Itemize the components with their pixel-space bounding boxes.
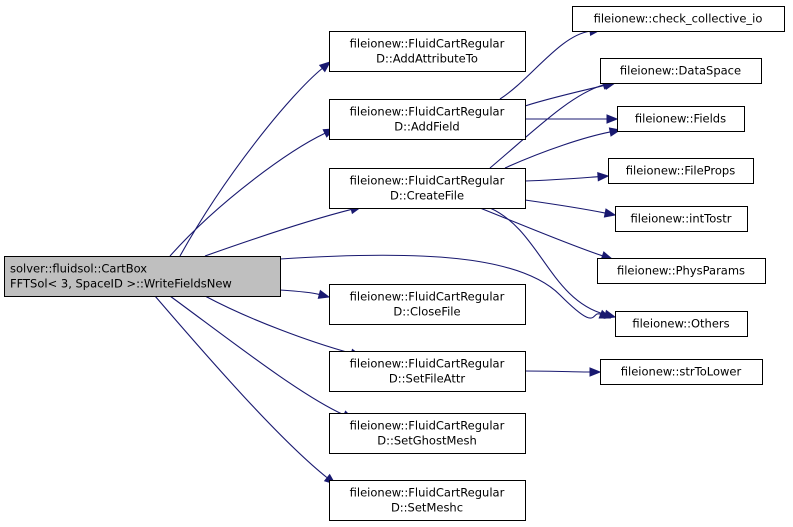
node-label: D::AddField bbox=[394, 120, 459, 134]
arrowhead bbox=[597, 172, 610, 182]
edge-createfile-to-fileprops bbox=[524, 172, 610, 182]
edge-addfield-to-fields bbox=[524, 114, 619, 124]
node-label: fileionew::FluidCartRegular bbox=[350, 37, 505, 51]
node-box bbox=[572, 6, 785, 32]
node-strtolower[interactable]: fileionew::strToLower bbox=[600, 359, 763, 385]
node-label: FFTSol< 3, SpaceID >::WriteFieldsNew bbox=[10, 277, 232, 291]
node-label: fileionew::FluidCartRegular bbox=[350, 105, 505, 119]
node-box bbox=[329, 99, 526, 140]
node-dataspace[interactable]: fileionew::DataSpace bbox=[600, 58, 762, 84]
node-label: fileionew::FileProps bbox=[626, 164, 735, 178]
node-box bbox=[617, 106, 745, 132]
node-label: fileionew::PhysParams bbox=[617, 264, 745, 278]
edge-root-to-addfield bbox=[169, 128, 336, 257]
arrowhead bbox=[589, 367, 602, 377]
node-label: fileionew::FluidCartRegular bbox=[350, 290, 505, 304]
node-label: fileionew::Others bbox=[632, 317, 729, 331]
edge-root-to-closefile bbox=[279, 289, 331, 299]
node-label: D::SetFileAttr bbox=[389, 372, 465, 386]
node-label: fileionew::FluidCartRegular bbox=[350, 357, 505, 371]
node-box bbox=[329, 168, 526, 209]
arrowhead bbox=[606, 114, 619, 124]
node-physparams[interactable]: fileionew::PhysParams bbox=[597, 258, 766, 284]
arrowhead bbox=[318, 61, 332, 73]
node-box bbox=[600, 359, 763, 385]
node-setfileattr[interactable]: fileionew::FluidCartRegularD::SetFileAtt… bbox=[329, 351, 526, 392]
node-label: fileionew::Fields bbox=[635, 112, 726, 126]
node-label: D::SetGhostMesh bbox=[377, 434, 477, 448]
node-label: D::SetMeshc bbox=[391, 501, 463, 515]
edge-setfileattr-to-strtolower bbox=[524, 367, 602, 377]
node-label: fileionew::FluidCartRegular bbox=[350, 174, 505, 188]
node-label: fileionew::intTostr bbox=[631, 212, 732, 226]
node-box bbox=[329, 284, 526, 325]
node-fields[interactable]: fileionew::Fields bbox=[617, 106, 745, 132]
node-label: D::AddAttributeTo bbox=[376, 52, 478, 66]
edge-createfile-to-inttostr bbox=[524, 199, 617, 218]
node-label: solver::fluidsol::CartBox bbox=[10, 262, 147, 276]
edge-root-to-createfile bbox=[204, 205, 363, 257]
arrowhead bbox=[317, 289, 331, 299]
node-fileprops[interactable]: fileionew::FileProps bbox=[608, 158, 754, 184]
edge-root-to-setghostmesh bbox=[169, 295, 355, 420]
node-label: fileionew::FluidCartRegular bbox=[350, 486, 505, 500]
edge-createfile-to-physparams bbox=[479, 207, 614, 261]
node-checkio[interactable]: fileionew::check_collective_io bbox=[572, 6, 785, 32]
node-box bbox=[4, 256, 281, 297]
arrowhead bbox=[603, 309, 617, 319]
node-box bbox=[600, 58, 762, 84]
node-box bbox=[615, 311, 748, 337]
node-box bbox=[608, 158, 754, 184]
node-others[interactable]: fileionew::Others bbox=[615, 311, 748, 337]
node-box bbox=[615, 206, 748, 232]
edge-root-to-addattr bbox=[179, 61, 332, 257]
node-box bbox=[329, 480, 526, 521]
node-label: D::CreateFile bbox=[390, 189, 464, 203]
node-label: fileionew::check_collective_io bbox=[594, 12, 763, 26]
node-box bbox=[329, 413, 526, 454]
node-label: fileionew::FluidCartRegular bbox=[350, 419, 505, 433]
node-label: fileionew::DataSpace bbox=[620, 64, 741, 78]
edge-createfile-to-others bbox=[489, 207, 617, 319]
node-label: D::CloseFile bbox=[393, 305, 460, 319]
arrowhead bbox=[603, 208, 617, 218]
node-setghostmesh[interactable]: fileionew::FluidCartRegularD::SetGhostMe… bbox=[329, 413, 526, 454]
edge-root-to-setmeshc bbox=[154, 295, 337, 485]
node-box bbox=[597, 258, 766, 284]
node-addattr[interactable]: fileionew::FluidCartRegularD::AddAttribu… bbox=[329, 31, 526, 72]
node-box bbox=[329, 31, 526, 72]
node-inttostr[interactable]: fileionew::intTostr bbox=[615, 206, 748, 232]
node-label: fileionew::strToLower bbox=[621, 365, 742, 379]
node-box bbox=[329, 351, 526, 392]
